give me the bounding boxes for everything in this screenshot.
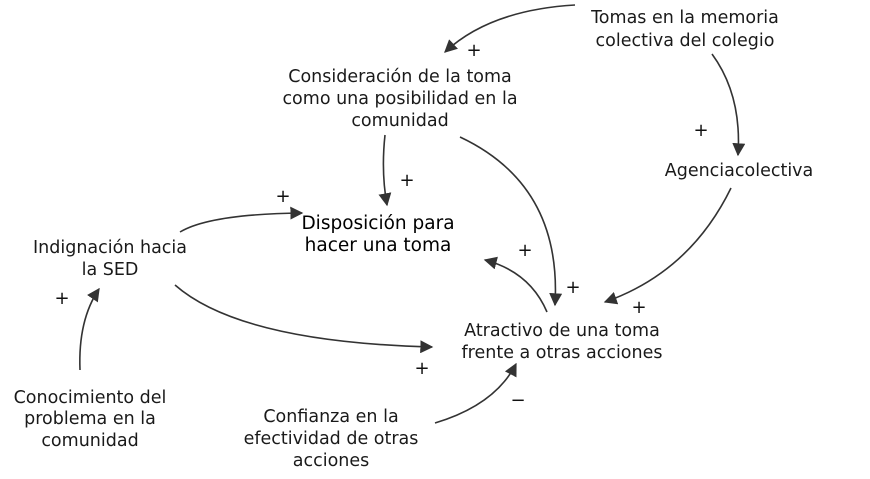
- edge-indignacion-disposicion: [179, 206, 304, 233]
- node-tomas: Tomas en la memoria colectiva del colegi…: [590, 8, 779, 51]
- node-disposicion: Disposición para hacer una toma: [301, 213, 454, 256]
- polarity-indignacion-disposicion: +: [275, 186, 290, 207]
- node-label-line: Disposición para: [301, 213, 454, 234]
- edge-atractivo-disposicion: [483, 256, 548, 313]
- polarity-consideracion-atractivo: +: [565, 277, 580, 298]
- node-label-line: acciones: [293, 451, 370, 471]
- node-confianza: Confianza en la efectividad de otras acc…: [244, 407, 419, 471]
- node-label-line: efectividad de otras: [244, 429, 419, 449]
- node-label-line: Agenciacolectiva: [665, 161, 814, 181]
- node-consideracion: Consideración de la toma como una posibi…: [282, 67, 517, 131]
- edges: [79, 4, 746, 424]
- node-label-line: hacer una toma: [305, 235, 452, 256]
- edge-confianza-atractivo: [434, 362, 517, 424]
- node-label-line: frente a otras acciones: [462, 343, 663, 363]
- edge-tomas-agencia: [711, 53, 746, 157]
- node-conocimiento: Conocimiento del problema en la comunida…: [14, 388, 167, 451]
- node-label-line: Indignación hacia: [33, 238, 187, 258]
- node-label-line: problema en la: [24, 409, 156, 429]
- edge-indignacion-atractivo: [174, 284, 434, 354]
- edge-consideracion-disposicion: [378, 134, 392, 207]
- polarity-labels: + + + + + + + + + −: [54, 40, 708, 411]
- polarity-atractivo-disposicion: +: [517, 240, 532, 261]
- edge-consideracion-atractivo: [459, 136, 563, 307]
- polarity-confianza-atractivo: −: [510, 390, 525, 411]
- node-label-line: Confianza en la: [263, 407, 398, 427]
- polarity-tomas-consideracion: +: [466, 40, 481, 61]
- node-label-line: Atractivo de una toma: [464, 321, 660, 341]
- edge-agencia-atractivo: [603, 187, 732, 305]
- edge-conocimiento-indignacion: [79, 287, 100, 371]
- node-label-line: como una posibilidad en la: [282, 89, 517, 109]
- node-label-line: Tomas en la memoria: [590, 8, 779, 28]
- polarity-conocimiento-indignacion: +: [54, 288, 69, 309]
- node-label-line: Conocimiento del: [14, 388, 167, 408]
- node-label-line: la SED: [82, 260, 139, 280]
- polarity-consideracion-disposicion: +: [399, 170, 414, 191]
- polarity-indignacion-atractivo: +: [414, 358, 429, 379]
- edge-tomas-consideracion: [444, 4, 576, 53]
- node-label-line: Consideración de la toma: [288, 67, 512, 87]
- node-atractivo: Atractivo de una toma frente a otras acc…: [462, 321, 663, 363]
- node-indignacion: Indignación hacia la SED: [33, 238, 187, 280]
- polarity-tomas-agencia: +: [693, 120, 708, 141]
- node-label-line: colectiva del colegio: [596, 31, 775, 51]
- node-agencia: Agenciacolectiva: [665, 161, 814, 181]
- node-label-line: comunidad: [41, 431, 138, 451]
- polarity-agencia-atractivo: +: [631, 297, 646, 318]
- node-label-line: comunidad: [351, 111, 448, 131]
